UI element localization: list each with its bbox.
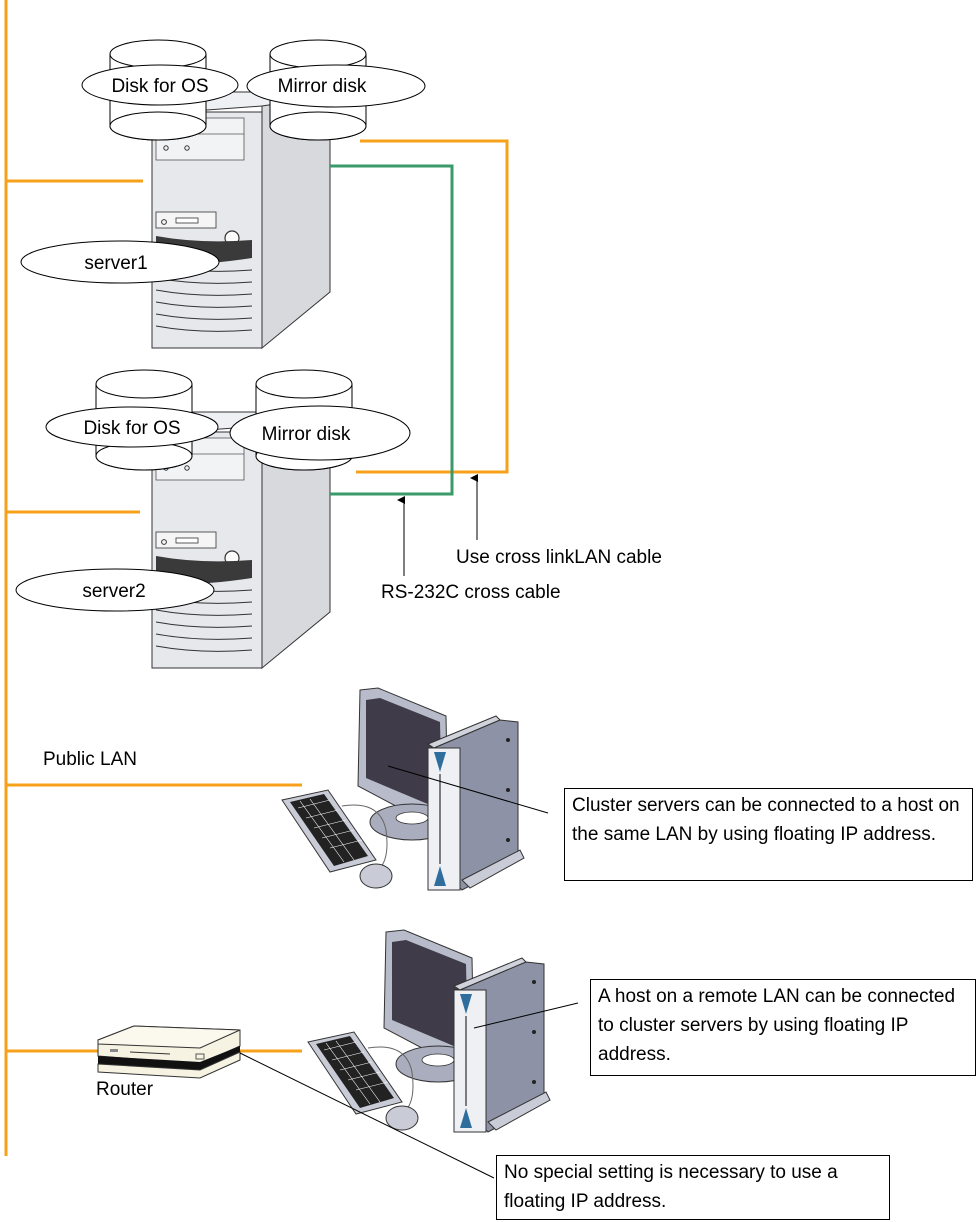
rs232c-cable-label: RS-232C cross cable <box>381 582 561 603</box>
router-label: Router <box>96 1079 154 1100</box>
server2-label: server2 <box>82 581 145 602</box>
lan-cable-label: Use cross linkLAN cable <box>456 547 662 568</box>
server2-os-disk-label: Disk for OS <box>83 418 180 439</box>
note-router: No special setting is necessary to use a… <box>496 1155 890 1220</box>
server2-mirror-disk-label: Mirror disk <box>262 424 351 445</box>
callout-line-router <box>239 1052 495 1179</box>
callout-line-same-lan <box>387 765 549 814</box>
host-same-lan-pc-icon <box>281 687 525 891</box>
interconnect-lan-cable <box>356 139 509 474</box>
callout-line-remote-lan <box>473 1002 579 1029</box>
server1-label: server1 <box>84 253 147 274</box>
router-icon <box>97 1025 241 1079</box>
server1-mirror-disk-label: Mirror disk <box>278 76 367 97</box>
note-remote-lan: A host on a remote LAN can be connected … <box>590 979 976 1076</box>
public-lan-label: Public LAN <box>43 749 137 770</box>
note-same-lan: Cluster servers can be connected to a ho… <box>564 788 973 881</box>
host-remote-lan-pc-icon <box>307 929 551 1133</box>
server1-os-disk-label: Disk for OS <box>111 76 208 97</box>
rs232c-cable <box>330 164 454 496</box>
